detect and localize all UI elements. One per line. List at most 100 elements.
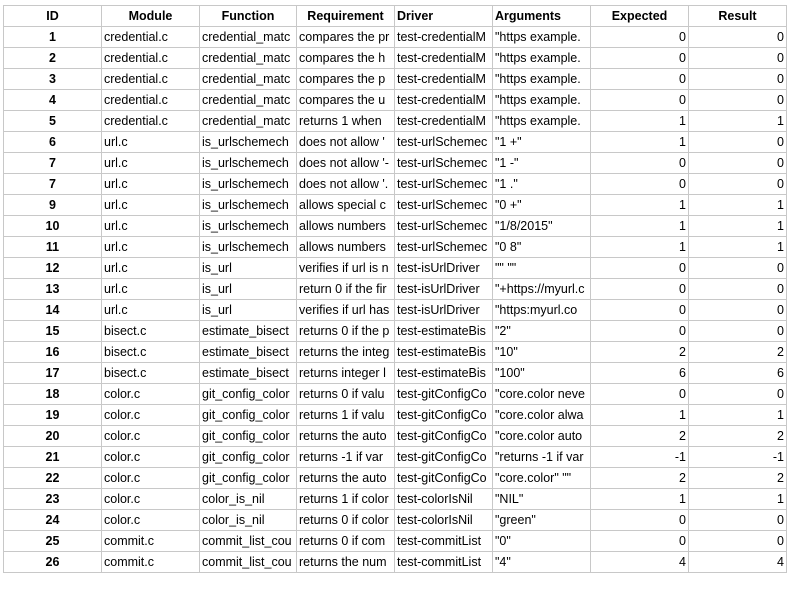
cell-arguments[interactable]: "+https://myurl.c xyxy=(492,278,591,300)
cell-expected[interactable]: 1 xyxy=(590,194,689,216)
cell-result[interactable]: 1 xyxy=(688,236,787,258)
cell-function[interactable]: git_config_color xyxy=(199,425,297,447)
cell-result[interactable]: -1 xyxy=(688,446,787,468)
cell-id[interactable]: 20 xyxy=(3,425,102,447)
cell-id[interactable]: 6 xyxy=(3,131,102,153)
header-id[interactable]: ID xyxy=(3,5,102,27)
cell-module[interactable]: credential.c xyxy=(101,110,200,132)
cell-requirement[interactable]: returns 0 if color xyxy=(296,509,395,531)
cell-result[interactable]: 4 xyxy=(688,551,787,573)
cell-function[interactable]: git_config_color xyxy=(199,467,297,489)
cell-expected[interactable]: 6 xyxy=(590,362,689,384)
cell-result[interactable]: 1 xyxy=(688,194,787,216)
cell-expected[interactable]: 2 xyxy=(590,467,689,489)
cell-driver[interactable]: test-isUrlDriver xyxy=(394,278,493,300)
cell-requirement[interactable]: returns the integ xyxy=(296,341,395,363)
cell-driver[interactable]: test-urlSchemec xyxy=(394,131,493,153)
cell-function[interactable]: estimate_bisect xyxy=(199,341,297,363)
cell-result[interactable]: 0 xyxy=(688,131,787,153)
cell-module[interactable]: bisect.c xyxy=(101,320,200,342)
cell-requirement[interactable]: returns integer l xyxy=(296,362,395,384)
cell-requirement[interactable]: returns 0 if the p xyxy=(296,320,395,342)
cell-id[interactable]: 1 xyxy=(3,26,102,48)
cell-module[interactable]: commit.c xyxy=(101,551,200,573)
cell-id[interactable]: 26 xyxy=(3,551,102,573)
cell-expected[interactable]: 2 xyxy=(590,425,689,447)
cell-module[interactable]: url.c xyxy=(101,215,200,237)
cell-requirement[interactable]: returns 1 if valu xyxy=(296,404,395,426)
cell-expected[interactable]: 1 xyxy=(590,488,689,510)
cell-arguments[interactable]: "https:myurl.co xyxy=(492,299,591,321)
cell-expected[interactable]: 0 xyxy=(590,173,689,195)
cell-result[interactable]: 0 xyxy=(688,152,787,174)
cell-arguments[interactable]: "core.color neve xyxy=(492,383,591,405)
cell-result[interactable]: 0 xyxy=(688,278,787,300)
cell-driver[interactable]: test-colorIsNil xyxy=(394,488,493,510)
cell-function[interactable]: credential_matc xyxy=(199,110,297,132)
header-result[interactable]: Result xyxy=(688,5,787,27)
cell-id[interactable]: 3 xyxy=(3,68,102,90)
cell-driver[interactable]: test-colorIsNil xyxy=(394,509,493,531)
cell-expected[interactable]: 1 xyxy=(590,131,689,153)
cell-function[interactable]: commit_list_cou xyxy=(199,551,297,573)
cell-id[interactable]: 9 xyxy=(3,194,102,216)
cell-module[interactable]: credential.c xyxy=(101,68,200,90)
header-expected[interactable]: Expected xyxy=(590,5,689,27)
cell-arguments[interactable]: "1 ." xyxy=(492,173,591,195)
cell-arguments[interactable]: "2" xyxy=(492,320,591,342)
cell-requirement[interactable]: returns the auto xyxy=(296,467,395,489)
cell-driver[interactable]: test-gitConfigCo xyxy=(394,404,493,426)
cell-arguments[interactable]: "" "" xyxy=(492,257,591,279)
cell-arguments[interactable]: "core.color" "" xyxy=(492,467,591,489)
cell-function[interactable]: is_url xyxy=(199,257,297,279)
cell-id[interactable]: 17 xyxy=(3,362,102,384)
cell-driver[interactable]: test-urlSchemec xyxy=(394,194,493,216)
header-driver[interactable]: Driver xyxy=(394,5,493,27)
cell-result[interactable]: 1 xyxy=(688,110,787,132)
cell-module[interactable]: color.c xyxy=(101,509,200,531)
cell-expected[interactable]: 0 xyxy=(590,530,689,552)
cell-arguments[interactable]: "4" xyxy=(492,551,591,573)
cell-module[interactable]: color.c xyxy=(101,404,200,426)
cell-id[interactable]: 2 xyxy=(3,47,102,69)
cell-requirement[interactable]: allows special c xyxy=(296,194,395,216)
cell-expected[interactable]: 0 xyxy=(590,152,689,174)
cell-expected[interactable]: 0 xyxy=(590,299,689,321)
cell-function[interactable]: is_urlschemech xyxy=(199,152,297,174)
cell-driver[interactable]: test-gitConfigCo xyxy=(394,425,493,447)
cell-id[interactable]: 24 xyxy=(3,509,102,531)
cell-function[interactable]: credential_matc xyxy=(199,26,297,48)
cell-module[interactable]: bisect.c xyxy=(101,341,200,363)
cell-function[interactable]: git_config_color xyxy=(199,404,297,426)
cell-requirement[interactable]: does not allow '. xyxy=(296,173,395,195)
cell-function[interactable]: is_urlschemech xyxy=(199,236,297,258)
cell-result[interactable]: 0 xyxy=(688,383,787,405)
cell-module[interactable]: color.c xyxy=(101,467,200,489)
cell-driver[interactable]: test-isUrlDriver xyxy=(394,299,493,321)
cell-function[interactable]: is_urlschemech xyxy=(199,215,297,237)
cell-expected[interactable]: 0 xyxy=(590,278,689,300)
cell-arguments[interactable]: "0" xyxy=(492,530,591,552)
cell-requirement[interactable]: returns 0 if valu xyxy=(296,383,395,405)
cell-function[interactable]: estimate_bisect xyxy=(199,320,297,342)
cell-module[interactable]: color.c xyxy=(101,383,200,405)
cell-expected[interactable]: 0 xyxy=(590,383,689,405)
cell-arguments[interactable]: "100" xyxy=(492,362,591,384)
cell-arguments[interactable]: "NIL" xyxy=(492,488,591,510)
cell-id[interactable]: 21 xyxy=(3,446,102,468)
cell-driver[interactable]: test-urlSchemec xyxy=(394,152,493,174)
cell-result[interactable]: 0 xyxy=(688,530,787,552)
cell-module[interactable]: url.c xyxy=(101,278,200,300)
cell-id[interactable]: 23 xyxy=(3,488,102,510)
header-function[interactable]: Function xyxy=(199,5,297,27)
cell-expected[interactable]: 0 xyxy=(590,509,689,531)
cell-id[interactable]: 19 xyxy=(3,404,102,426)
cell-id[interactable]: 25 xyxy=(3,530,102,552)
cell-module[interactable]: color.c xyxy=(101,425,200,447)
cell-id[interactable]: 5 xyxy=(3,110,102,132)
cell-function[interactable]: credential_matc xyxy=(199,47,297,69)
cell-id[interactable]: 4 xyxy=(3,89,102,111)
cell-function[interactable]: is_url xyxy=(199,299,297,321)
cell-requirement[interactable]: compares the pr xyxy=(296,26,395,48)
cell-driver[interactable]: test-urlSchemec xyxy=(394,236,493,258)
